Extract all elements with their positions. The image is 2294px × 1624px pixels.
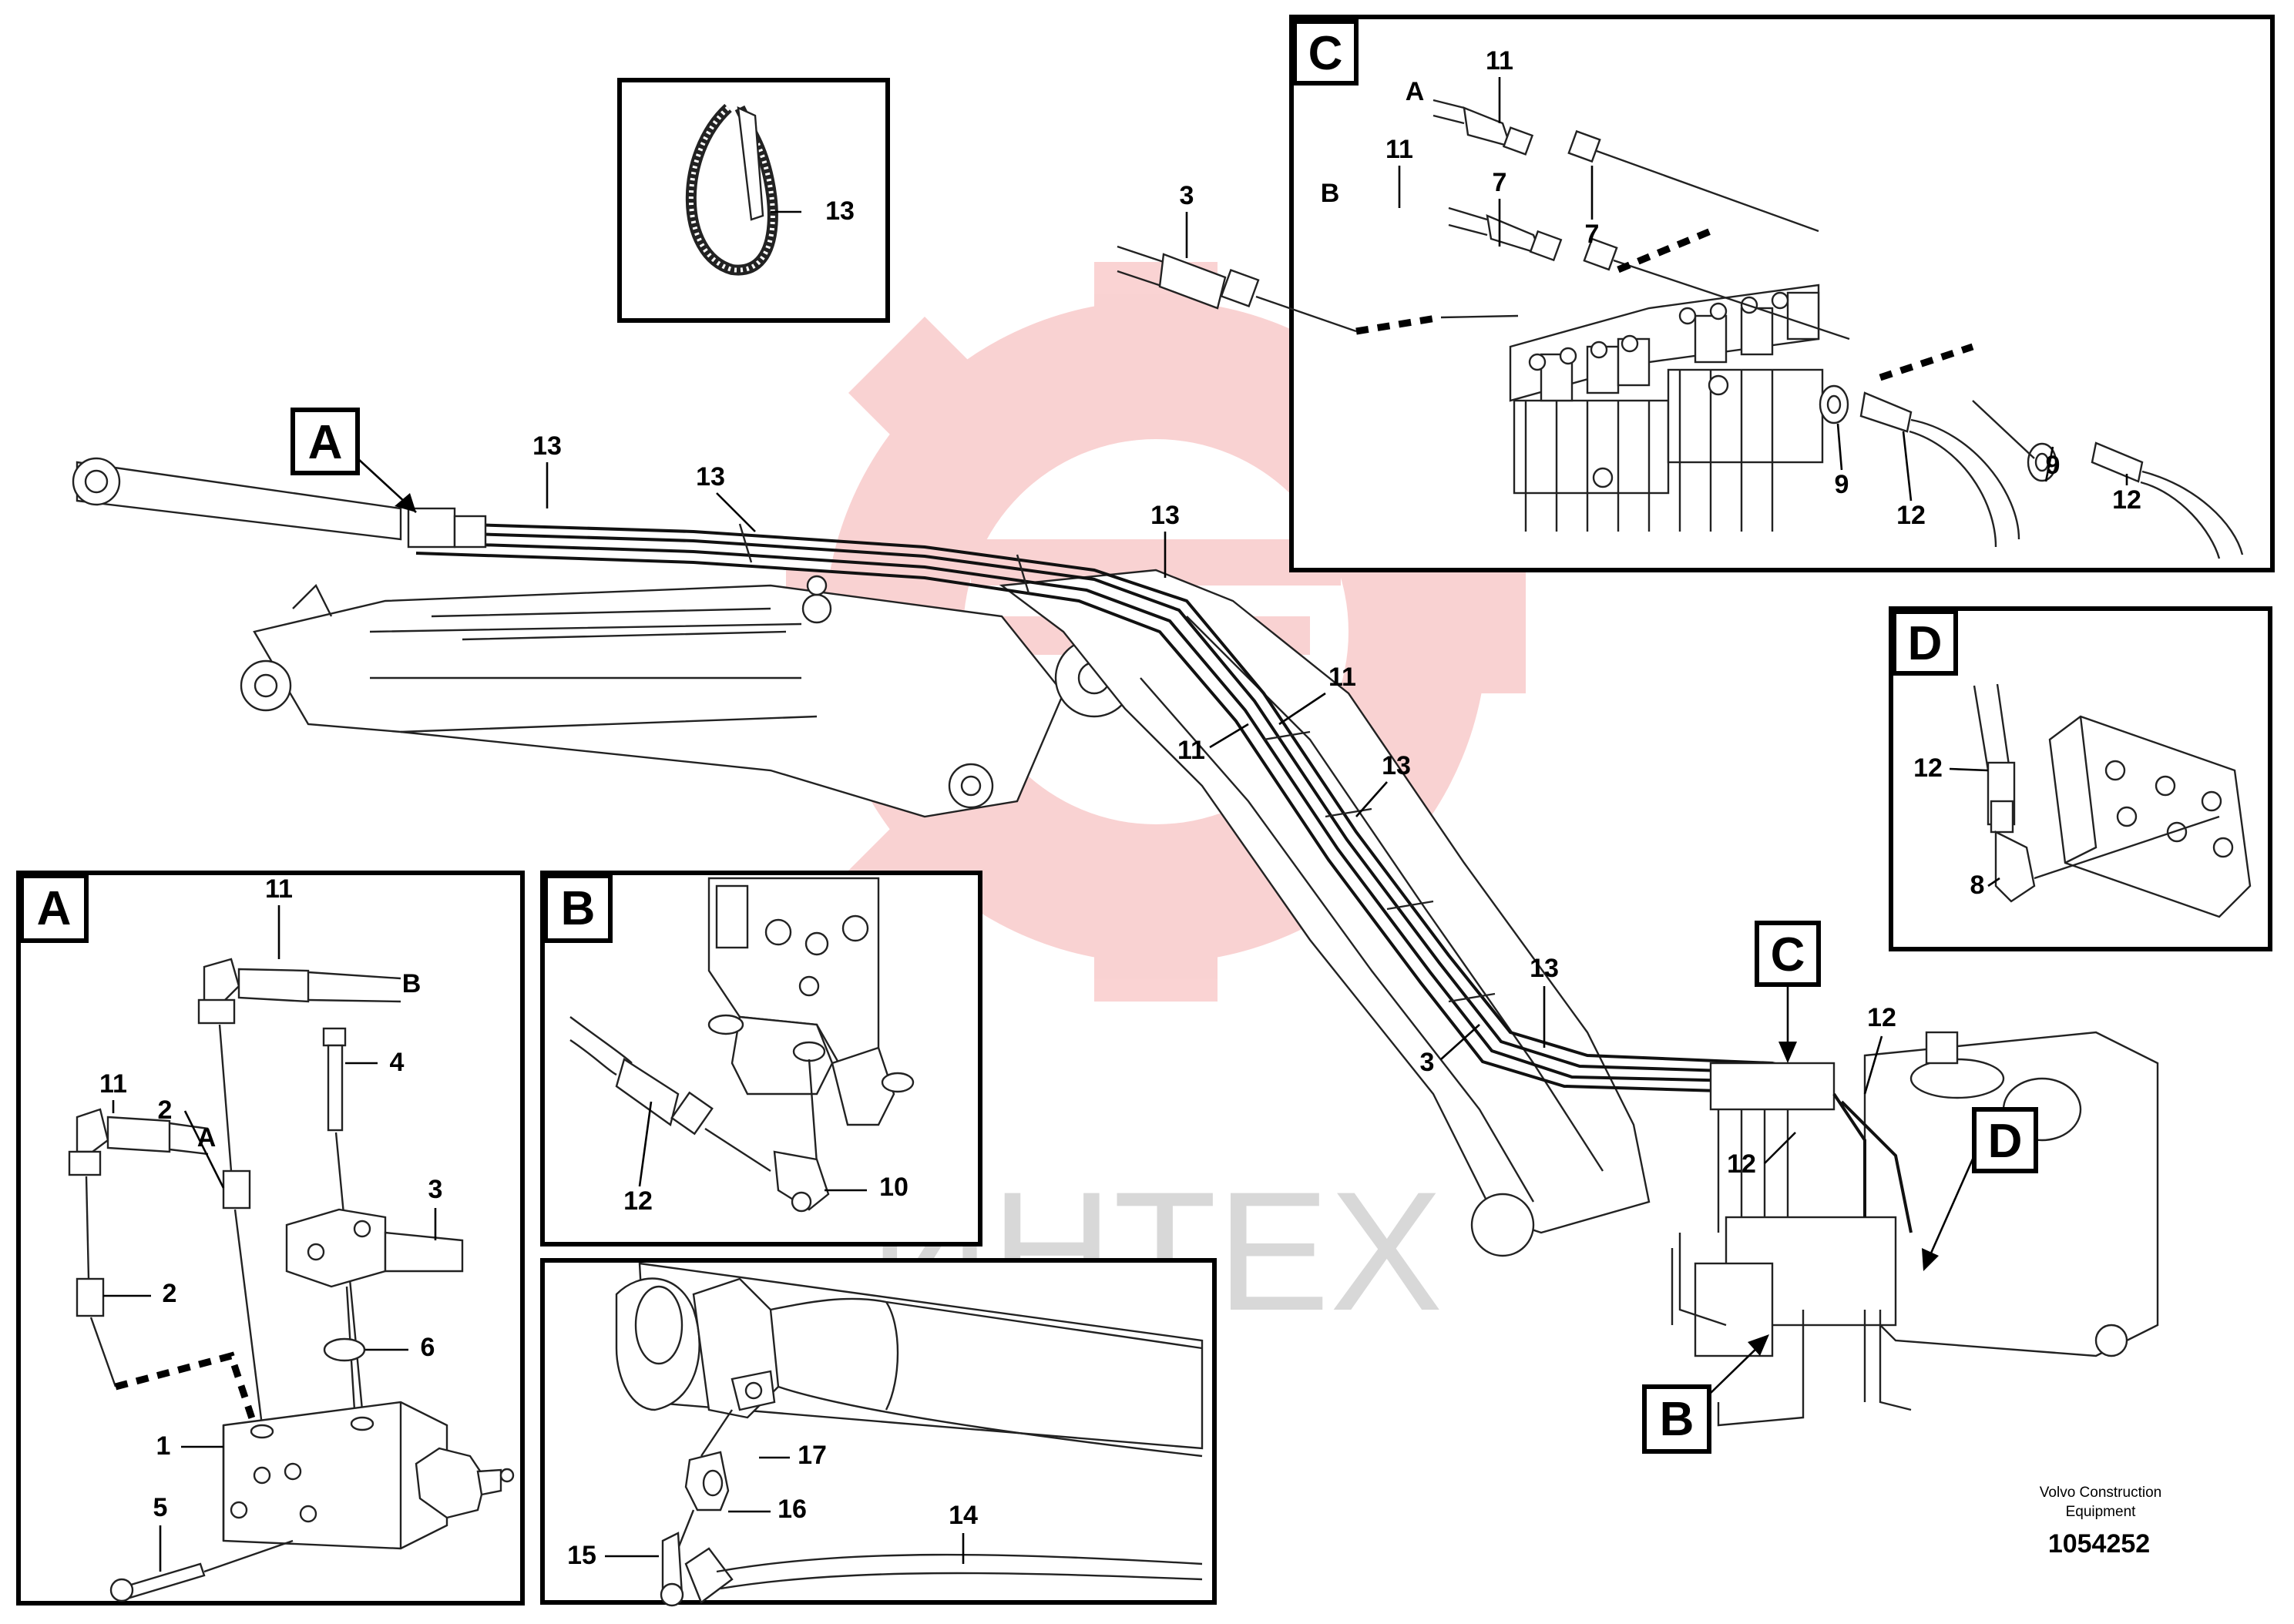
label-12: 12 <box>1867 1003 1896 1032</box>
label-13: 13 <box>1530 954 1559 983</box>
label-8: 8 <box>1970 871 1985 900</box>
label-12: 12 <box>1913 753 1943 783</box>
callout-main-b: B <box>1642 1334 1769 1454</box>
label-9: 9 <box>1835 470 1849 499</box>
svg-text:D: D <box>1908 617 1943 670</box>
label-7: 7 <box>1493 168 1507 197</box>
svg-text:B: B <box>561 882 596 935</box>
label-12: 12 <box>1727 1149 1756 1179</box>
label-4: 4 <box>390 1048 405 1077</box>
label-11: 11 <box>1177 736 1205 765</box>
callout-main-d: D <box>1922 1107 2038 1271</box>
end-marker-a: A <box>1406 77 1425 106</box>
label-9: 9 <box>2046 451 2061 480</box>
label-11: 11 <box>1486 46 1513 75</box>
svg-text:A: A <box>37 882 72 935</box>
end-marker-b: B <box>1321 179 1340 208</box>
svg-text:A: A <box>308 416 343 469</box>
label-13: 13 <box>1382 751 1411 780</box>
label-11: 11 <box>265 874 293 904</box>
label-2: 2 <box>163 1279 177 1308</box>
main-boom-assembly <box>72 457 1835 1257</box>
detail-cable-tie: 13 <box>617 78 890 323</box>
label-16: 16 <box>778 1495 807 1524</box>
detail-a: A <box>16 871 525 1606</box>
label-1: 1 <box>156 1431 171 1461</box>
callout-main-c: C <box>1755 921 1821 1063</box>
detail-b: B 12 10 <box>540 871 982 1247</box>
label-11: 11 <box>1328 663 1356 692</box>
drawing-number: 1054252 <box>2048 1529 2150 1559</box>
label-13: 13 <box>825 196 855 226</box>
svg-text:C: C <box>1771 928 1805 981</box>
title-block: Volvo Construction Equipment 1054252 <box>2040 1485 2161 1559</box>
main-part-labels: 13 13 13 11 11 13 13 3 12 12 <box>532 431 1896 1179</box>
detail-c: C <box>1117 15 2275 572</box>
control-valve-assembly <box>1671 1031 2159 1427</box>
company-name-line2: Equipment <box>2066 1504 2137 1520</box>
label-11: 11 <box>1385 135 1413 164</box>
label-11: 11 <box>99 1069 127 1099</box>
label-14: 14 <box>949 1501 978 1530</box>
label-6: 6 <box>421 1333 435 1362</box>
label-12: 12 <box>623 1186 653 1216</box>
callout-main-a: A <box>291 408 417 513</box>
end-marker-b: B <box>402 969 422 998</box>
label-2: 2 <box>158 1096 173 1125</box>
label-7: 7 <box>1585 220 1600 249</box>
detail-d: D 12 8 <box>1889 606 2272 951</box>
label-12: 12 <box>2112 485 2141 515</box>
label-5: 5 <box>153 1493 168 1522</box>
svg-text:C: C <box>1308 27 1343 80</box>
company-name-line1: Volvo Construction <box>2040 1485 2161 1501</box>
svg-text:D: D <box>1988 1115 2023 1168</box>
label-13: 13 <box>1150 501 1180 530</box>
detail-hose: 17 16 14 15 <box>540 1258 1217 1607</box>
label-10: 10 <box>879 1173 909 1202</box>
label-17: 17 <box>798 1441 827 1470</box>
label-15: 15 <box>567 1541 596 1570</box>
label-3: 3 <box>1180 181 1194 210</box>
label-3: 3 <box>1420 1048 1435 1077</box>
label-12: 12 <box>1896 501 1926 530</box>
label-13: 13 <box>532 431 562 461</box>
label-13: 13 <box>696 462 725 492</box>
end-marker-a: A <box>197 1123 217 1153</box>
svg-text:B: B <box>1660 1393 1694 1446</box>
label-3: 3 <box>428 1175 443 1204</box>
